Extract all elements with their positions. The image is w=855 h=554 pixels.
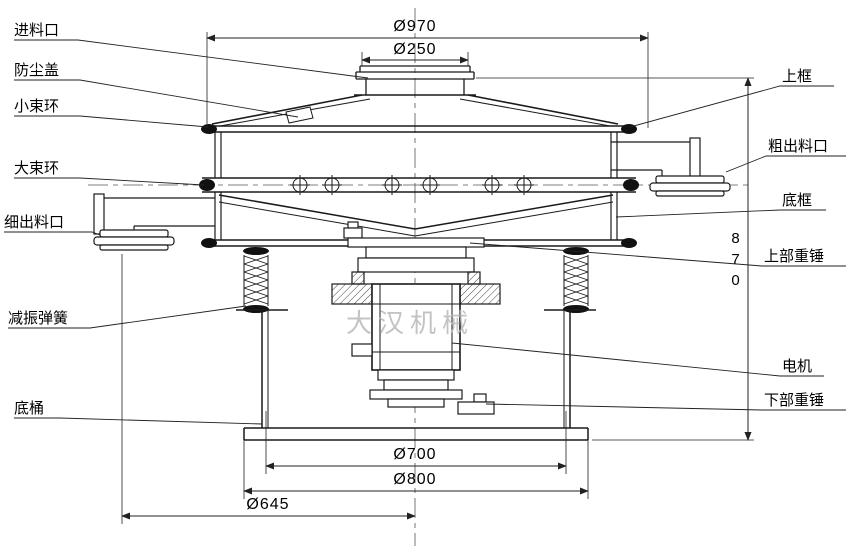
base-barrel	[236, 309, 596, 441]
motor-body	[371, 283, 461, 371]
upper-weight-block	[357, 257, 475, 273]
leader-upper-weight	[469, 242, 846, 267]
label-coarse-outlet: 粗出料口	[768, 138, 829, 155]
dim-base-outer: Ø800	[393, 471, 437, 488]
damping-spring-left	[243, 247, 269, 313]
feed-inlet	[354, 65, 476, 96]
centerlines	[88, 8, 750, 546]
leader-bottom-frame	[615, 209, 826, 218]
label-upper-weight: 上部重锤	[764, 248, 825, 265]
label-lower-weight: 下部重锤	[764, 392, 825, 409]
damping-spring-right	[563, 247, 589, 313]
label-damping-spring: 减振弹簧	[8, 310, 69, 327]
lower-weight-plate	[369, 389, 463, 400]
fine-outlet	[93, 193, 215, 251]
dimension-lines	[121, 34, 752, 520]
label-fine-outlet: 细出料口	[4, 214, 65, 231]
dust-cover	[211, 94, 619, 127]
leader-motor	[451, 342, 824, 377]
dim-top-diameter: Ø970	[393, 18, 437, 35]
screen-clamp-band	[199, 175, 639, 195]
leader-lower-weight	[485, 403, 846, 411]
leader-dust-cover	[14, 79, 299, 118]
label-base-barrel: 底桶	[14, 400, 45, 417]
leader-fine-outlet	[4, 231, 101, 236]
label-dust-cover: 防尘盖	[14, 62, 60, 79]
motor-assembly	[331, 221, 501, 415]
label-motor: 电机	[782, 358, 813, 375]
label-upper-frame: 上框	[782, 68, 813, 85]
label-bottom-frame: 底框	[782, 192, 813, 209]
leader-feed-inlet	[14, 39, 369, 79]
leader-coarse-outlet	[725, 155, 846, 173]
leader-damping-spring	[8, 305, 247, 329]
upper-weight-plate	[347, 237, 485, 248]
coarse-outlet	[611, 137, 731, 197]
upper-frame	[201, 124, 637, 178]
motor-mount-left	[331, 283, 373, 305]
leader-large-clamp-ring	[14, 177, 205, 186]
dim-inlet-diameter: Ø250	[393, 41, 437, 58]
dim-outlet-offset: Ø645	[246, 496, 290, 513]
lower-weight-block	[377, 369, 455, 381]
label-small-clamp-ring: 小束环	[14, 98, 60, 115]
leader-base-barrel	[14, 417, 263, 425]
leader-upper-frame	[629, 85, 834, 128]
motor-mount-right	[459, 283, 501, 305]
dim-total-height: 870	[727, 230, 744, 293]
dim-base-inner: Ø700	[393, 446, 437, 463]
leader-lines	[4, 39, 846, 425]
watermark: 大汉机械	[346, 308, 475, 338]
label-large-clamp-ring: 大束环	[14, 160, 60, 177]
leader-small-clamp-ring	[14, 115, 209, 128]
label-feed-inlet: 进料口	[14, 22, 60, 39]
